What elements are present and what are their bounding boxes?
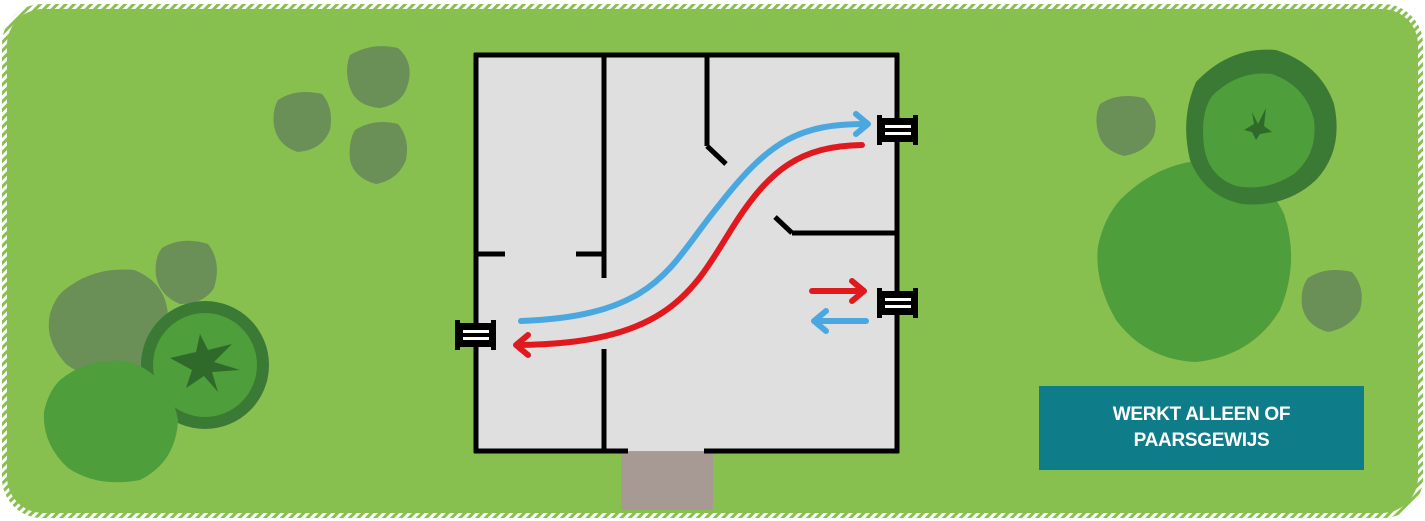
shrub-icon	[347, 46, 410, 108]
shrub-icon	[1096, 96, 1156, 156]
ventilation-unit-icon	[455, 320, 496, 350]
mode-badge: WERKT ALLEEN OF PAARSGEWIJS	[1039, 386, 1364, 470]
airflow-diagonal	[513, 111, 871, 358]
badge-line-1: WERKT ALLEEN OF	[1112, 404, 1291, 425]
exhaust-air-arrow	[515, 142, 865, 348]
tree-icon	[43, 360, 178, 483]
walls	[473, 52, 900, 454]
tree-cluster-right	[1096, 49, 1362, 362]
ventilation-unit-icon	[877, 288, 918, 318]
airflow-local	[809, 278, 869, 334]
house-floor	[476, 55, 897, 451]
exhaust-arrowhead	[513, 332, 531, 358]
tree-icon	[1097, 160, 1292, 362]
badge-line-2: PAARSGEWIJS	[1133, 430, 1270, 451]
shrub-icon	[349, 122, 407, 184]
supply-arrowhead	[853, 111, 871, 137]
tree-cluster-left	[43, 240, 269, 483]
shrub-cluster-top	[273, 46, 410, 184]
badge-text: WERKT ALLEEN OF PAARSGEWIJS	[1112, 402, 1291, 454]
supply-arrowhead	[811, 308, 829, 334]
shrub-icon	[1301, 270, 1362, 332]
doormat	[621, 452, 713, 510]
shrub-icon	[273, 92, 331, 152]
supply-air-arrow	[518, 121, 869, 324]
tree-trunk-icon	[170, 334, 240, 392]
house-floorplan	[473, 52, 900, 510]
shrub-icon	[155, 240, 217, 304]
shrub-icon	[48, 269, 169, 379]
tree-trunk-icon	[1244, 108, 1272, 140]
ventilation-unit-icon	[877, 115, 918, 145]
exhaust-arrowhead	[849, 278, 867, 304]
